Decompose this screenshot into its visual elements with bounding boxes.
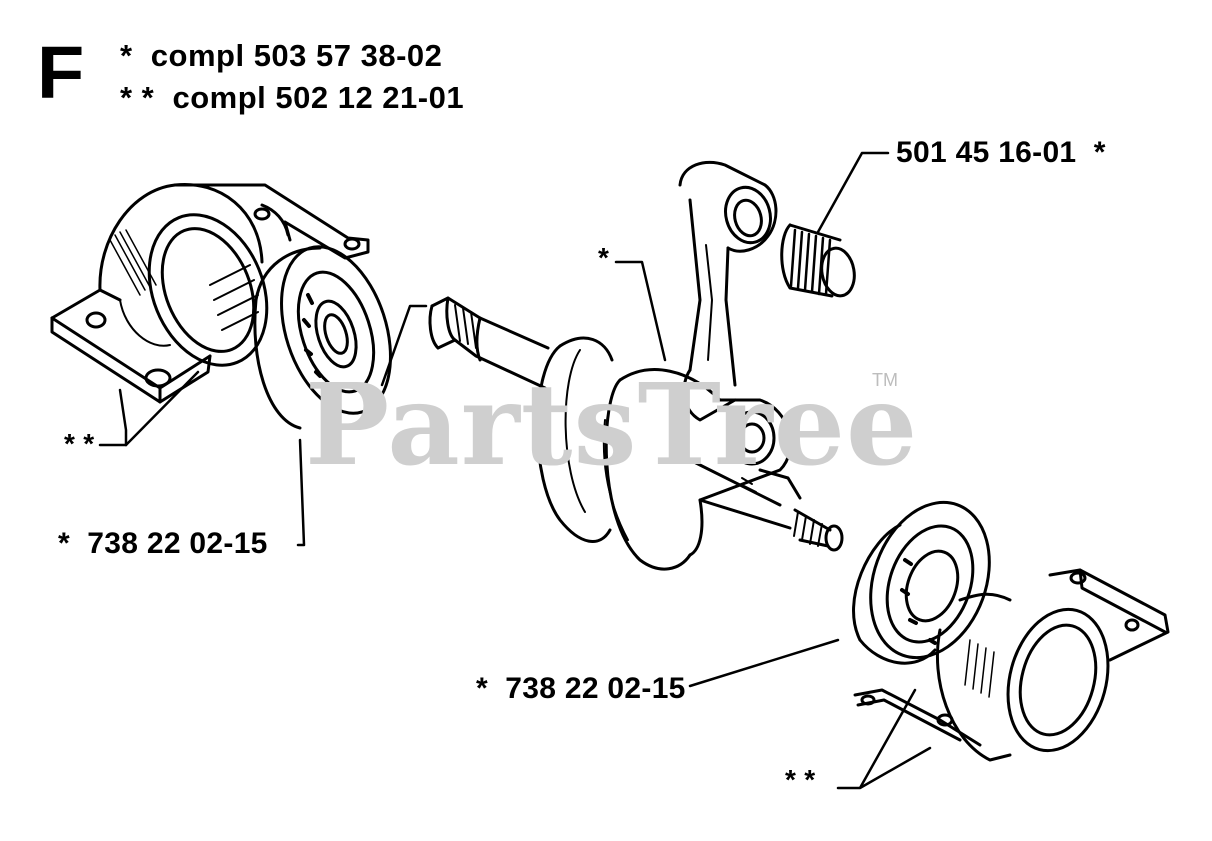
needle-bearing (780, 223, 856, 298)
ball-bearing-left (253, 245, 392, 430)
crankcase-half-left (50, 182, 370, 404)
callout-bearing-right[interactable]: * 738 22 02-15 (476, 672, 686, 705)
crankshaft (428, 296, 844, 571)
section-letter: F (36, 31, 85, 114)
callout-crankcase-right[interactable]: * * (785, 764, 816, 795)
legend-line-complete-crankcase: * * compl 502 12 21-01 (120, 80, 465, 115)
leader-lines (98, 151, 932, 790)
watermark-trademark: TM (872, 370, 898, 390)
callout-crankcase-left[interactable]: * * (64, 428, 95, 459)
ball-bearing-right (852, 500, 991, 665)
callout-crankshaft[interactable]: * (598, 242, 610, 273)
callout-bearing-left[interactable]: * 738 22 02-15 (58, 527, 268, 560)
crankcase-half-right (853, 568, 1170, 762)
legend-line-complete-crankshaft: * compl 503 57 38-02 (120, 38, 443, 73)
connecting-rod (678, 160, 778, 422)
callout-needle-bearing[interactable]: 501 45 16-01 * (896, 136, 1106, 169)
watermark: PartsTree (305, 360, 919, 491)
